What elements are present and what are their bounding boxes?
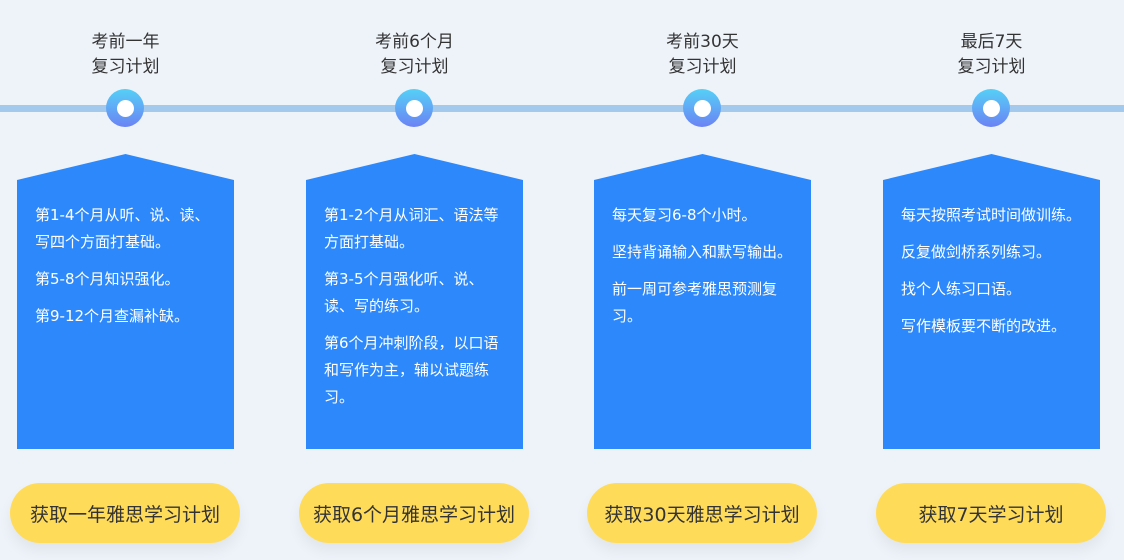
plan-title-line1: 最后7天 [960, 32, 1023, 52]
plan-title-line1: 考前30天 [666, 32, 739, 52]
plan-title-line1: 考前6个月 [375, 32, 454, 52]
plan-column: 考前一年 复习计划 第1-4个月从听、说、读、写四个方面打基础。第5-8个月知识… [10, 0, 240, 560]
plan-title: 最后7天 复习计划 [883, 30, 1100, 80]
timeline-dot-icon [395, 89, 433, 127]
plan-item: 找个人练习口语。 [901, 280, 1022, 298]
plan-item: 第6个月冲刺阶段，以口语和写作为主，辅以试题练习。 [324, 334, 499, 406]
plan-title-line2: 复习计划 [957, 57, 1026, 77]
get-plan-button[interactable]: 获取30天雅思学习计划 [587, 483, 817, 543]
plan-title: 考前6个月 复习计划 [306, 30, 523, 80]
plan-title: 考前30天 复习计划 [594, 30, 811, 80]
plan-column: 考前30天 复习计划 每天复习6-8个小时。坚持背诵输入和默写输出。前一周可参考… [587, 0, 817, 560]
plan-item: 每天按照考试时间做训练。 [901, 206, 1082, 224]
plan-item: 第1-2个月从词汇、语法等方面打基础。 [324, 206, 499, 251]
plan-title-line2: 复习计划 [380, 57, 449, 77]
plan-item: 第1-4个月从听、说、读、写四个方面打基础。 [35, 206, 210, 251]
plan-card: 每天按照考试时间做训练。反复做剑桥系列练习。找个人练习口语。写作模板要不断的改进… [883, 154, 1100, 449]
plan-item: 第9-12个月查漏补缺。 [35, 307, 190, 325]
plan-item: 反复做剑桥系列练习。 [901, 243, 1052, 261]
plan-card: 每天复习6-8个小时。坚持背诵输入和默写输出。前一周可参考雅思预测复习。 [594, 154, 811, 449]
plan-title: 考前一年 复习计划 [17, 30, 234, 80]
timeline-dot-icon [683, 89, 721, 127]
plan-item: 第3-5个月强化听、说、读、写的练习。 [324, 270, 484, 315]
plan-title-line2: 复习计划 [91, 57, 160, 77]
plan-item: 前一周可参考雅思预测复习。 [612, 280, 778, 325]
plan-column: 最后7天 复习计划 每天按照考试时间做训练。反复做剑桥系列练习。找个人练习口语。… [876, 0, 1106, 560]
timeline-dot-icon [106, 89, 144, 127]
timeline-dot-icon [972, 89, 1010, 127]
plan-column: 考前6个月 复习计划 第1-2个月从词汇、语法等方面打基础。第3-5个月强化听、… [299, 0, 529, 560]
plan-card: 第1-4个月从听、说、读、写四个方面打基础。第5-8个月知识强化。第9-12个月… [17, 154, 234, 449]
get-plan-button[interactable]: 获取7天学习计划 [876, 483, 1106, 543]
timeline-line [0, 105, 1124, 112]
plan-item: 第5-8个月知识强化。 [35, 270, 180, 288]
plan-card: 第1-2个月从词汇、语法等方面打基础。第3-5个月强化听、说、读、写的练习。第6… [306, 154, 523, 449]
get-plan-button[interactable]: 获取6个月雅思学习计划 [299, 483, 529, 543]
get-plan-button[interactable]: 获取一年雅思学习计划 [10, 483, 240, 543]
plan-title-line1: 考前一年 [91, 32, 160, 52]
plan-item: 坚持背诵输入和默写输出。 [612, 243, 793, 261]
plan-item: 每天复习6-8个小时。 [612, 206, 757, 224]
plan-title-line2: 复习计划 [668, 57, 737, 77]
plan-item: 写作模板要不断的改进。 [901, 317, 1067, 335]
